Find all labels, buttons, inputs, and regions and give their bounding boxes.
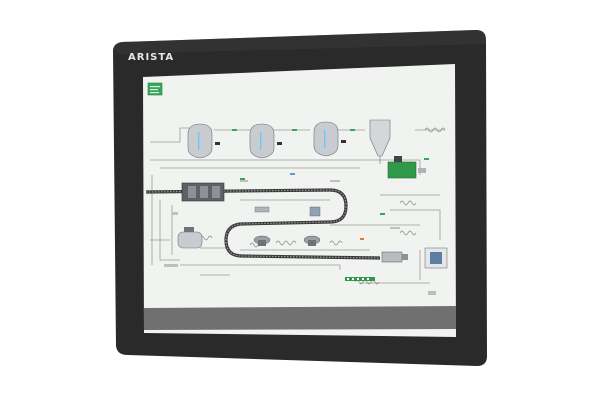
tank-lower-left[interactable] [177, 227, 203, 249]
brand-logo: ARISTA [128, 52, 175, 63]
monitor-bezel-highlight [113, 30, 486, 54]
device-cluster-1[interactable] [254, 206, 321, 217]
status-bar[interactable] [144, 306, 456, 330]
pipe-markers [232, 129, 429, 240]
indicator-strip [345, 277, 375, 281]
control-box-right[interactable] [424, 247, 448, 269]
conical-hopper[interactable] [369, 119, 391, 164]
tank-2[interactable] [249, 123, 282, 159]
coil-segments [199, 127, 446, 285]
green-machine[interactable] [387, 156, 426, 179]
outlet-machine[interactable] [381, 251, 408, 263]
pipe-network [150, 127, 445, 284]
conveyor-belt [145, 188, 381, 260]
conveyor-machine[interactable] [181, 182, 225, 202]
processing-unit-2[interactable] [303, 235, 321, 246]
processing-unit-1[interactable] [253, 235, 271, 246]
top-left-panel[interactable] [147, 82, 163, 96]
tag-labels [164, 180, 436, 295]
tank-1[interactable] [187, 123, 220, 159]
tank-3[interactable] [313, 121, 346, 157]
